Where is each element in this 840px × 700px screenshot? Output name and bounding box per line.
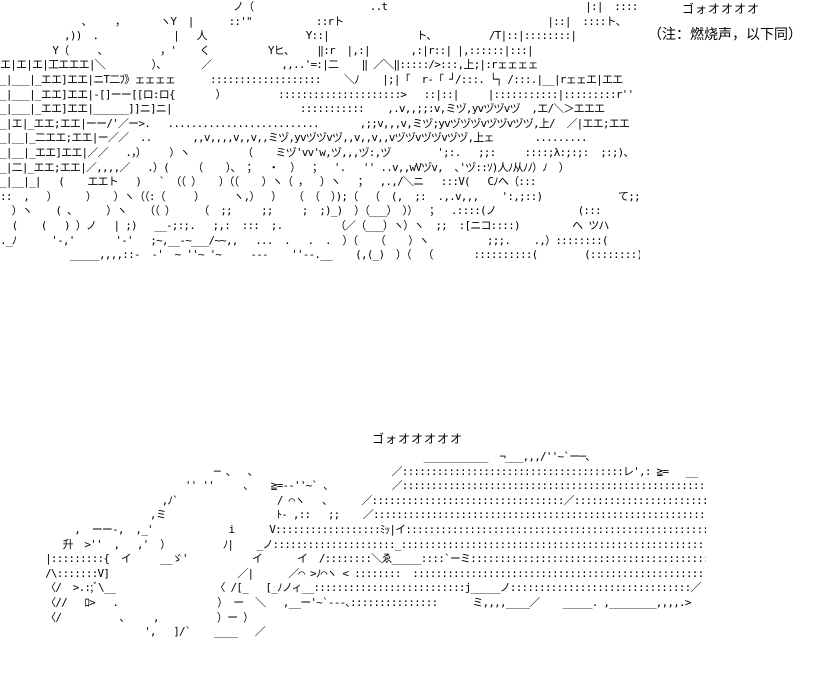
sound-effect-top: ゴォオオオオ [682, 2, 761, 16]
ascii-art-burning-city: ノ（ ..t |:| ::::| 、 ， ヽY | ::'" ::rト |::|… [0, 0, 640, 262]
sound-effect-middle: ゴォオオオオオ [372, 432, 464, 446]
translator-note: （注：燃烧声，以下同） [648, 27, 802, 43]
ascii-art-fallen-figure: ___________ ¬___,,,/''~`ー─、 ─ 、 、 ／:::::… [45, 450, 706, 639]
